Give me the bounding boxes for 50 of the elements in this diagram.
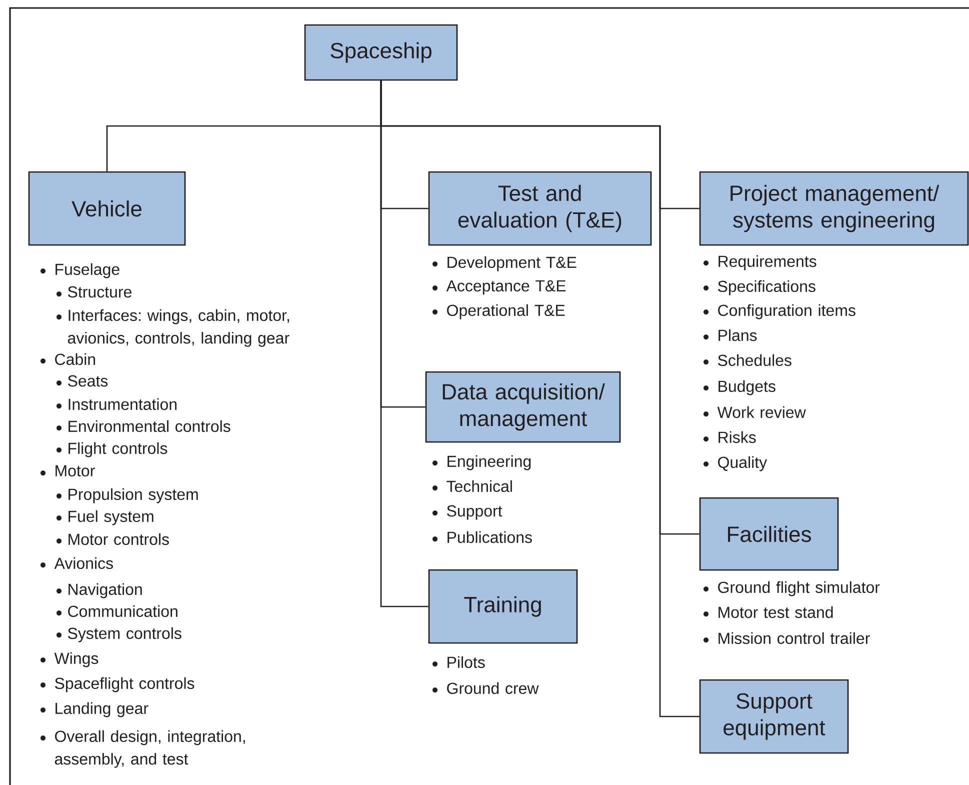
bullet-item: Wings [40,652,98,668]
bullet-item: Publications [432,531,532,544]
bullet-item: Plans [703,329,757,341]
bullet-item: Motor test stand [703,606,833,618]
category-box: Support equipment [699,679,849,754]
bullet-item: Motor controls [56,533,169,546]
bullet-item: Operational T&E [432,304,565,320]
category-box: Vehicle [28,171,186,246]
bullet-item: Work review [703,406,806,418]
category-box: Test and evaluation (T&E) [428,171,652,246]
bullet-item: Fuel system [56,510,154,526]
bullet-item: Development T&E [432,256,576,272]
bullet-item: Interfaces: wings, cabin, motor, avionics, controls, landing gear [56,309,290,347]
bullet-item: Landing gear [40,702,148,718]
bullet-item: Seats [56,375,108,387]
bullet-item: Quality [703,456,768,472]
bullet-item: Engineering [432,455,531,470]
bullet-item: Configuration items [703,304,856,320]
category-box: Facilities [699,497,839,571]
bullet-item: Cabin [40,353,96,365]
bullet-item: Spaceflight controls [40,677,194,692]
bullet-item: Fuselage [40,263,120,278]
bullet-item: Flight controls [56,442,168,458]
bullet-item: Structure [56,286,132,298]
bullet-item: Environmental controls [56,420,230,432]
bullet-item: Navigation [56,583,142,598]
bullet-item: Requirements [703,255,816,270]
bullet-item: Budgets [703,380,776,396]
bullet-item: Specifications [703,280,816,296]
bullet-item: Schedules [703,354,792,366]
bullet-item: System controls [56,627,182,642]
bullet-item: Communication [56,605,178,618]
connector-line [380,80,700,718]
category-box: Spaceship [304,24,458,81]
bullet-item: Pilots [432,656,485,668]
bullet-item: Instrumentation [56,398,176,410]
bullet-item: Ground flight simulator [703,581,880,596]
bullet-item: Ground crew [432,682,539,694]
bullet-item: Avionics [40,557,113,570]
bullet-item: Propulsion system [56,488,198,504]
bullet-item: Technical [432,480,512,492]
bullet-item: Mission control trailer [703,632,870,644]
category-box: Training [428,569,578,644]
category-box: Data acquisition/ management [425,371,621,443]
category-box: Project management/ systems engineering [699,171,969,246]
bullet-item: Overall design, integration, assembly, and test [40,730,245,768]
bullet-item: Motor [40,465,95,476]
bullet-item: Risks [703,431,756,444]
bullet-item: Acceptance T&E [432,280,566,295]
bullet-item: Support [432,505,502,520]
